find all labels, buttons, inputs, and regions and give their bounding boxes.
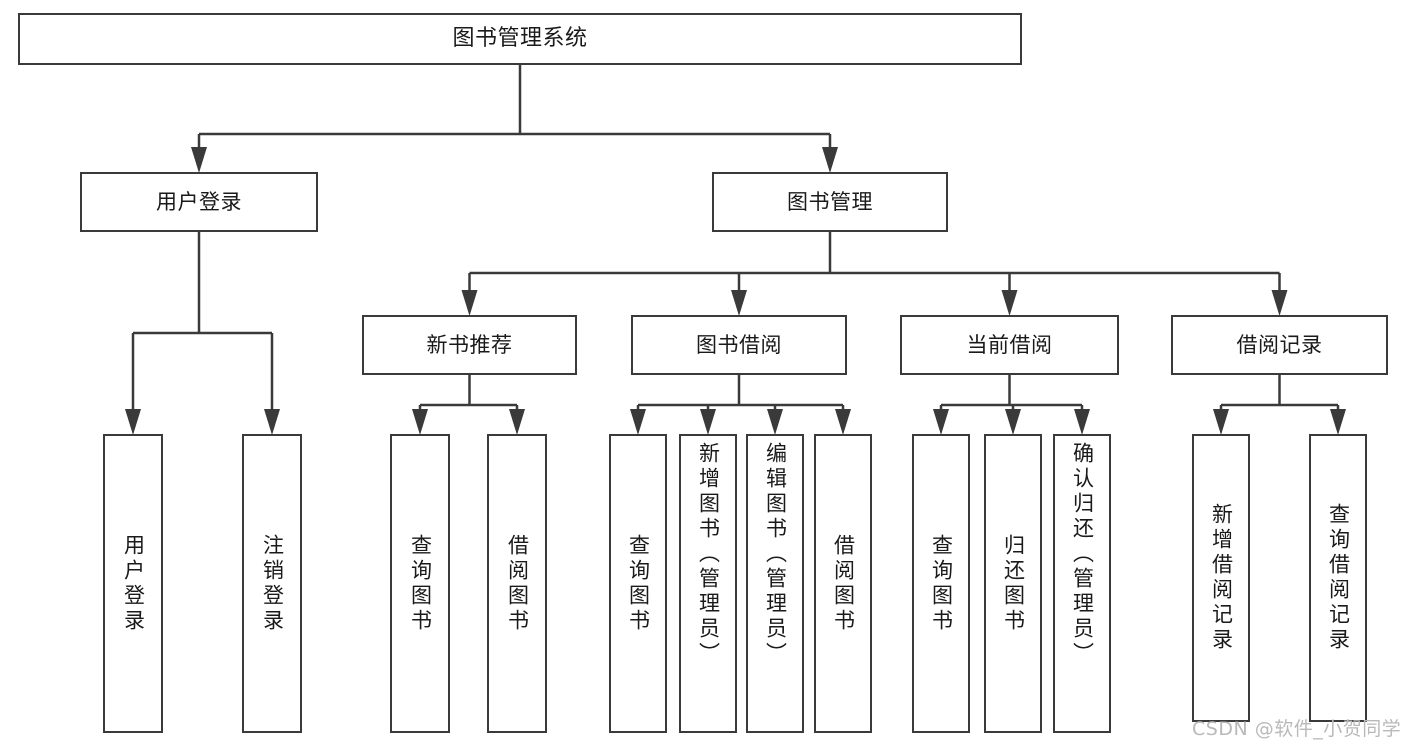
node-label: 图书管理系统 [452, 26, 588, 52]
node-label: 图书管理 [787, 189, 873, 214]
node-borrow-record[interactable]: 借阅记录 [1171, 315, 1388, 375]
node-leaf-add-book[interactable]: 新增图书（管理员） [679, 434, 737, 733]
node-label: 查询借阅记录 [1326, 503, 1351, 653]
arrowhead-icon [461, 290, 478, 316]
node-label: 查询图书 [929, 533, 954, 634]
node-leaf-borrow-book-1[interactable]: 借阅图书 [487, 434, 547, 733]
node-label: 确认归还（管理员） [1070, 442, 1095, 667]
arrowhead-icon [1213, 409, 1229, 435]
arrowhead-icon [1005, 409, 1021, 435]
node-label: 用户登录 [156, 189, 242, 214]
arrowhead-icon [700, 409, 716, 435]
node-label: 借阅图书 [505, 533, 530, 634]
node-leaf-return-book[interactable]: 归还图书 [984, 434, 1042, 733]
node-label: 借阅记录 [1236, 332, 1323, 357]
node-leaf-user-login[interactable]: 用户登录 [103, 434, 163, 733]
arrowhead-icon [264, 409, 280, 435]
node-new-book-rec[interactable]: 新书推荐 [362, 315, 577, 375]
node-label: 新增图书（管理员） [696, 442, 721, 667]
node-leaf-query-book-3[interactable]: 查询图书 [912, 434, 970, 733]
node-leaf-query-book-1[interactable]: 查询图书 [390, 434, 450, 733]
arrowhead-icon [835, 409, 851, 435]
node-label: 查询图书 [408, 533, 433, 634]
arrowhead-icon [1001, 290, 1018, 316]
arrowhead-icon [630, 409, 646, 435]
node-book-manage[interactable]: 图书管理 [712, 172, 948, 232]
arrowhead-icon [191, 147, 207, 173]
node-label: 归还图书 [1001, 533, 1026, 634]
node-label: 当前借阅 [966, 332, 1053, 357]
node-user-login[interactable]: 用户登录 [80, 172, 318, 232]
arrowhead-icon [767, 409, 783, 435]
arrowhead-icon [731, 290, 747, 316]
node-book-borrow[interactable]: 图书借阅 [631, 315, 847, 375]
node-current-borrow[interactable]: 当前借阅 [900, 315, 1119, 375]
node-label: 用户登录 [121, 533, 146, 634]
node-label: 借阅图书 [831, 533, 856, 634]
node-leaf-query-book-2[interactable]: 查询图书 [609, 434, 667, 733]
node-leaf-query-record[interactable]: 查询借阅记录 [1309, 434, 1367, 722]
arrowhead-icon [822, 147, 838, 173]
node-leaf-user-logout[interactable]: 注销登录 [242, 434, 302, 733]
node-leaf-borrow-book-2[interactable]: 借阅图书 [814, 434, 872, 733]
node-label: 图书借阅 [696, 332, 782, 357]
node-label: 注销登录 [260, 533, 285, 634]
arrowhead-icon [1074, 409, 1090, 435]
arrowhead-icon [412, 409, 428, 435]
node-label: 新书推荐 [426, 332, 513, 357]
watermark: CSDN @软件_小贺同学 [1192, 718, 1402, 740]
node-leaf-add-record[interactable]: 新增借阅记录 [1192, 434, 1250, 722]
node-root[interactable]: 图书管理系统 [18, 13, 1022, 65]
arrowhead-icon [1330, 409, 1346, 435]
node-label: 编辑图书（管理员） [763, 442, 788, 667]
arrowhead-icon [933, 409, 949, 435]
node-label: 查询图书 [626, 533, 651, 634]
arrowhead-icon [125, 409, 141, 435]
node-leaf-confirm-return[interactable]: 确认归还（管理员） [1053, 434, 1111, 733]
node-label: 新增借阅记录 [1209, 503, 1234, 653]
node-leaf-edit-book[interactable]: 编辑图书（管理员） [746, 434, 804, 733]
arrowhead-icon [509, 409, 525, 435]
arrowhead-icon [1271, 290, 1288, 316]
